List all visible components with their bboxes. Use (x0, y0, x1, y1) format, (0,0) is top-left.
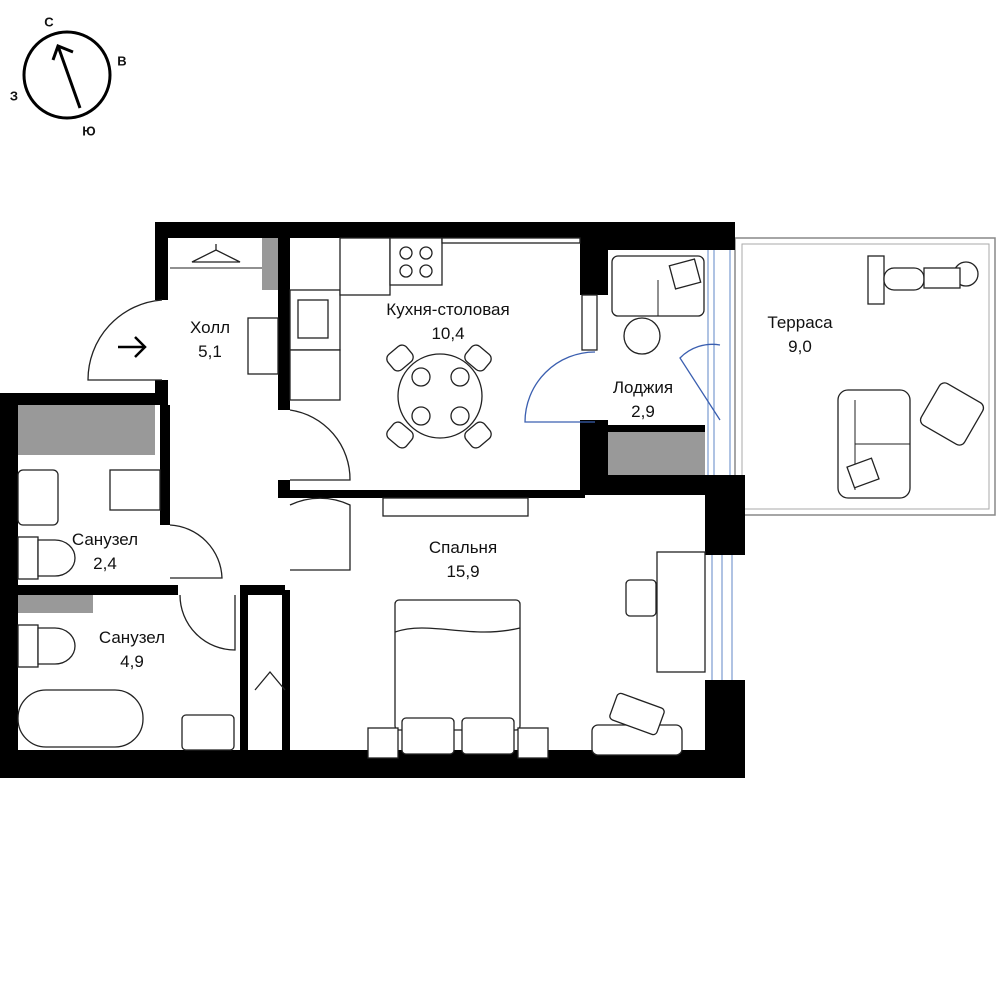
built-in-storage (18, 238, 705, 613)
terrace-outline (734, 237, 996, 516)
room-name: Терраса (767, 313, 833, 332)
room-label-loggia: Лоджия 2,9 (613, 376, 673, 424)
room-area: 10,4 (431, 324, 465, 343)
compass-west-label: З (9, 88, 19, 104)
room-label-terrace: Терраса 9,0 (767, 311, 832, 359)
doors (87, 299, 721, 651)
room-area: 15,9 (446, 562, 480, 581)
hanger-icon (191, 244, 241, 263)
washing-machine-icon (109, 469, 161, 511)
room-name: Кухня-столовая (386, 300, 510, 319)
hanger-icon (254, 670, 286, 691)
nightstand (367, 727, 399, 759)
furniture (17, 237, 985, 759)
compass-north-label: С (44, 14, 54, 30)
double-bed (394, 599, 521, 731)
room-area: 2,9 (631, 402, 655, 421)
dishwasher-icon (339, 237, 391, 296)
washbasin-icon (181, 714, 235, 751)
loggia-table (623, 317, 661, 355)
shoe-rack (247, 317, 279, 375)
room-label-kitchen: Кухня-столовая 10,4 (386, 298, 509, 346)
dining-table (386, 344, 492, 449)
compass-east-label: В (117, 53, 127, 69)
desk (656, 551, 706, 673)
armchair (919, 382, 985, 446)
room-label-bathroom-large: Санузел 4,9 (99, 626, 165, 674)
compass-south-label: Ю (82, 123, 96, 139)
room-area: 5,1 (198, 342, 222, 361)
window-glazing (707, 250, 733, 680)
room-area: 4,9 (120, 652, 144, 671)
toilet-icon (37, 627, 76, 665)
fridge-icon (289, 349, 341, 401)
nightstand (517, 727, 549, 759)
room-area: 9,0 (788, 337, 812, 356)
bathtub-icon (17, 689, 144, 748)
room-name: Лоджия (612, 378, 674, 397)
room-name: Спальня (428, 538, 498, 557)
room-name: Санузел (71, 530, 139, 549)
washbasin-icon (17, 469, 59, 526)
chair (625, 579, 657, 617)
room-area: 2,4 (93, 554, 117, 573)
compass-icon (22, 30, 112, 120)
room-label-bathroom-small: Санузел 2,4 (72, 528, 138, 576)
terrace-inner-outline (741, 243, 990, 510)
room-name: Санузел (98, 628, 166, 647)
exercise-bike (867, 255, 885, 305)
room-name: Холл (189, 318, 231, 337)
tv (382, 497, 529, 517)
toilet-icon (37, 539, 76, 577)
room-label-bedroom: Спальня 15,9 (429, 536, 497, 584)
stove-icon (389, 237, 443, 286)
room-label-hall: Холл 5,1 (190, 316, 230, 364)
